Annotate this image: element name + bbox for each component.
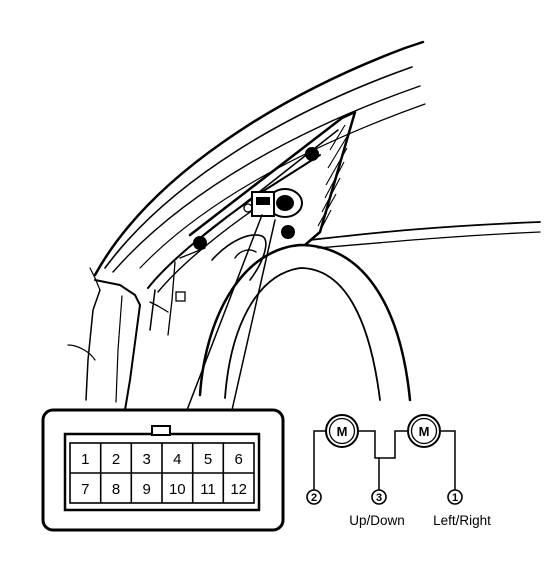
connector-latch	[151, 425, 171, 436]
terminal-number: 1	[452, 492, 458, 504]
connector-callout: 1 2 3 4 5 6 7 8 9 10 11 12	[41, 408, 285, 532]
motor-up-down: M	[325, 414, 359, 448]
pin-label: 10	[169, 481, 186, 498]
mirror-motor-schematic: M M 2 3 1 Up/Down Left/Right	[306, 414, 491, 528]
pin-label: 9	[143, 481, 151, 498]
pin-label: 11	[200, 481, 216, 498]
terminal-2: 2	[306, 489, 322, 505]
terminal-3: 3	[371, 489, 387, 505]
pin-label: 4	[173, 451, 181, 468]
car-door-illustration	[67, 40, 541, 411]
motor-left-right: M	[407, 414, 441, 448]
motor-label: M	[337, 424, 348, 439]
pin-row-bottom: 7 8 9 10 11 12	[81, 481, 247, 498]
terminal-1: 1	[447, 489, 463, 505]
pin-label: 8	[112, 481, 120, 498]
caption-left-right: Left/Right	[433, 513, 491, 528]
terminal-number: 2	[311, 492, 317, 504]
schematic-wires	[313, 430, 456, 490]
terminal-number: 3	[376, 492, 382, 504]
pin-label: 6	[235, 451, 243, 468]
pin-label: 2	[112, 451, 120, 468]
pin-label: 12	[230, 481, 247, 498]
pin-label: 3	[143, 451, 151, 468]
pin-label: 5	[204, 451, 212, 468]
pin-label: 1	[81, 451, 89, 468]
pin-row-top: 1 2 3 4 5 6	[81, 451, 243, 468]
caption-up-down: Up/Down	[349, 513, 405, 528]
pin-label: 7	[81, 481, 89, 498]
motor-label: M	[419, 424, 430, 439]
